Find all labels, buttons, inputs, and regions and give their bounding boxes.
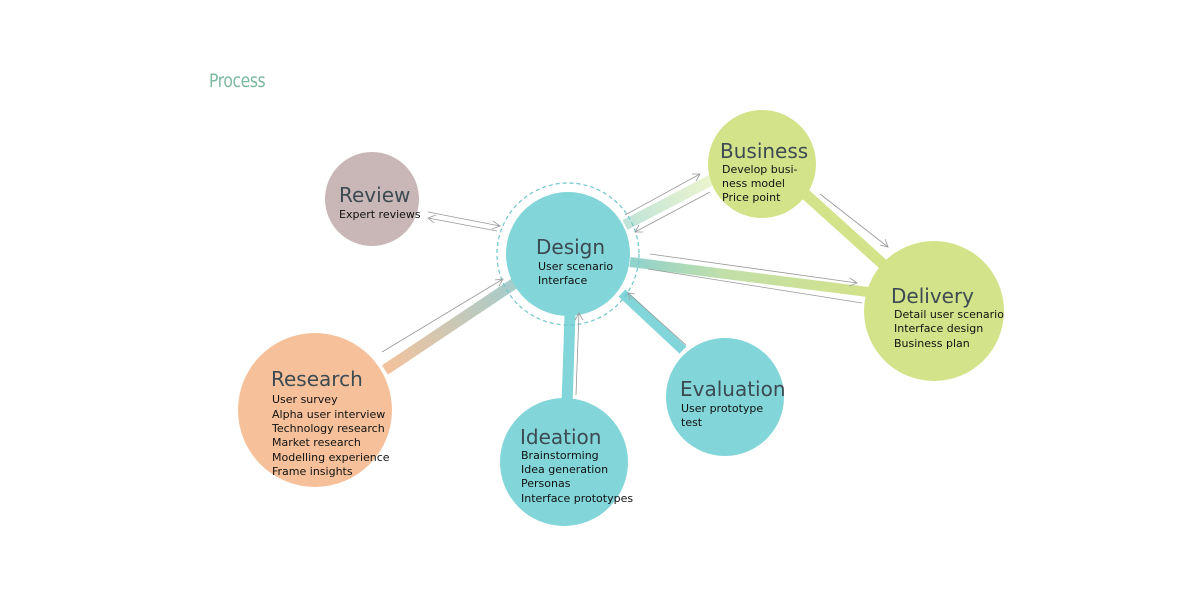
business-circle[interactable] xyxy=(708,110,816,218)
design-detail-2: Interface xyxy=(538,274,587,287)
arrow-delivery-to-design xyxy=(647,268,863,304)
review-title: Review xyxy=(339,183,410,207)
page-title: Process xyxy=(209,70,266,92)
delivery-detail-1: Detail user scenario xyxy=(894,308,1004,321)
design-label: Design User scenario Interface xyxy=(536,235,613,287)
business-label: Business Develop busi- ness model Price … xyxy=(720,139,808,204)
evaluation-detail-2: test xyxy=(681,416,703,429)
ideation-circle[interactable] xyxy=(500,398,628,526)
arrow-business-to-delivery xyxy=(819,193,889,248)
evaluation-detail-1: User prototype xyxy=(681,402,763,415)
delivery-title: Delivery xyxy=(891,284,974,308)
connectors xyxy=(381,173,889,406)
connector-design-delivery xyxy=(629,257,869,297)
review-detail: Expert reviews xyxy=(339,208,421,221)
delivery-label: Delivery Detail user scenario Interface … xyxy=(891,284,1004,350)
research-title: Research xyxy=(271,367,363,391)
design-circle[interactable] xyxy=(506,192,630,316)
review-label: Review Expert reviews xyxy=(339,183,421,221)
design-dashed-ring xyxy=(496,182,640,326)
ideation-detail-1: Brainstorming xyxy=(521,449,599,462)
delivery-detail-2: Interface design xyxy=(894,322,983,335)
design-detail-1: User scenario xyxy=(538,260,613,273)
business-detail-2: ness model xyxy=(722,177,785,190)
arrow-research-to-design xyxy=(381,278,504,353)
research-detail-5: Modelling experience xyxy=(272,451,390,464)
connector-ideation-design xyxy=(561,314,576,406)
ideation-title: Ideation xyxy=(520,425,601,449)
arrow-design-to-delivery xyxy=(649,253,858,287)
ideation-detail-2: Idea generation xyxy=(521,463,608,476)
connector-business-delivery xyxy=(799,187,889,271)
arrows xyxy=(381,173,889,396)
evaluation-label: Evaluation User prototype test xyxy=(680,377,786,429)
arrow-design-to-business xyxy=(624,173,701,216)
circles xyxy=(238,110,1004,526)
ideation-detail-3: Personas xyxy=(521,477,571,490)
ideation-detail-4: Interface prototypes xyxy=(521,492,633,505)
evaluation-circle[interactable] xyxy=(666,338,784,456)
review-circle[interactable] xyxy=(325,152,419,246)
arrow-business-to-design xyxy=(634,191,711,233)
evaluation-title: Evaluation xyxy=(680,377,786,401)
research-detail-2: Alpha user interview xyxy=(272,408,385,421)
business-title: Business xyxy=(720,139,808,163)
research-detail-4: Market research xyxy=(272,436,361,449)
research-detail-1: User survey xyxy=(272,393,338,406)
research-circle[interactable] xyxy=(238,333,392,487)
arrow-evaluation-to-design xyxy=(627,292,687,346)
business-detail-3: Price point xyxy=(722,191,781,204)
arrow-design-to-review xyxy=(427,214,498,232)
arrow-review-to-design xyxy=(427,211,501,230)
research-label: Research User survey Alpha user intervie… xyxy=(271,367,390,478)
delivery-circle[interactable] xyxy=(864,241,1004,381)
design-title: Design xyxy=(536,235,605,259)
connector-evaluation-design xyxy=(618,289,687,354)
research-detail-6: Frame insights xyxy=(272,465,353,478)
delivery-detail-3: Business plan xyxy=(894,337,970,350)
research-detail-3: Technology research xyxy=(271,422,385,435)
connector-research-design xyxy=(381,278,519,375)
ideation-label: Ideation Brainstorming Idea generation P… xyxy=(520,425,633,505)
arrow-ideation-to-design xyxy=(574,312,584,396)
connector-design-business xyxy=(622,173,718,230)
business-detail-1: Develop busi- xyxy=(722,163,798,176)
